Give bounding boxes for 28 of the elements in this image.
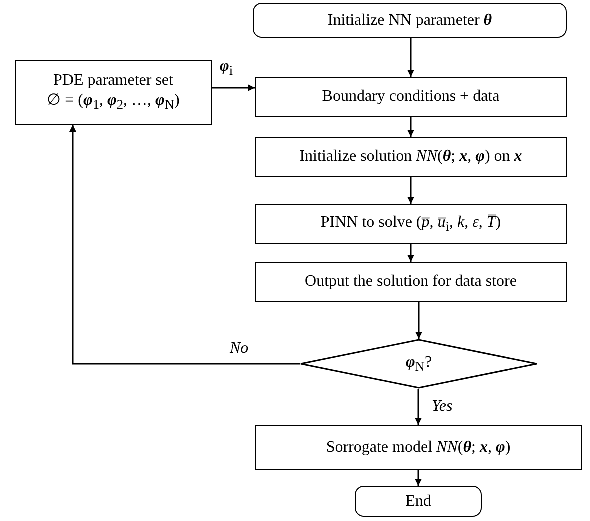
node-text: PINN to solve (p̅, u̅$_{i}$, k, ε, T̅) [320,212,502,236]
arrow [408,117,414,137]
process-box [255,77,567,117]
arrow [415,389,422,425]
node-text: Boundary conditions + data [322,87,500,107]
process-box [255,425,582,470]
arrow [408,244,414,262]
process-box [255,262,567,302]
arrow [70,125,300,365]
formula-text: ∅ = (φ$_{1}$, φ$_{2}$, …, φ$_{N}$) [47,91,180,114]
decision-diamond [300,339,538,389]
node-text: Sorrogate model NN(θ; x, φ) [326,438,511,458]
node-text: Initialize NN parameter θ [328,10,492,30]
terminal-box [355,486,482,517]
node-text: End [406,492,432,512]
arrow [408,38,414,77]
arrow [415,470,422,486]
terminal-box [253,3,567,38]
node-text: PDE parameter set [54,71,174,92]
arrow [212,84,255,92]
arrow [416,302,422,339]
process-box [15,60,212,125]
node-text: Output the solution for data store [305,272,517,292]
arrow [408,177,414,204]
process-box [255,137,567,177]
process-box [255,204,567,244]
node-text: φ$_{N}$? [406,352,432,376]
node-text: Initialize solution NN(θ; x, φ) on x [300,147,522,167]
